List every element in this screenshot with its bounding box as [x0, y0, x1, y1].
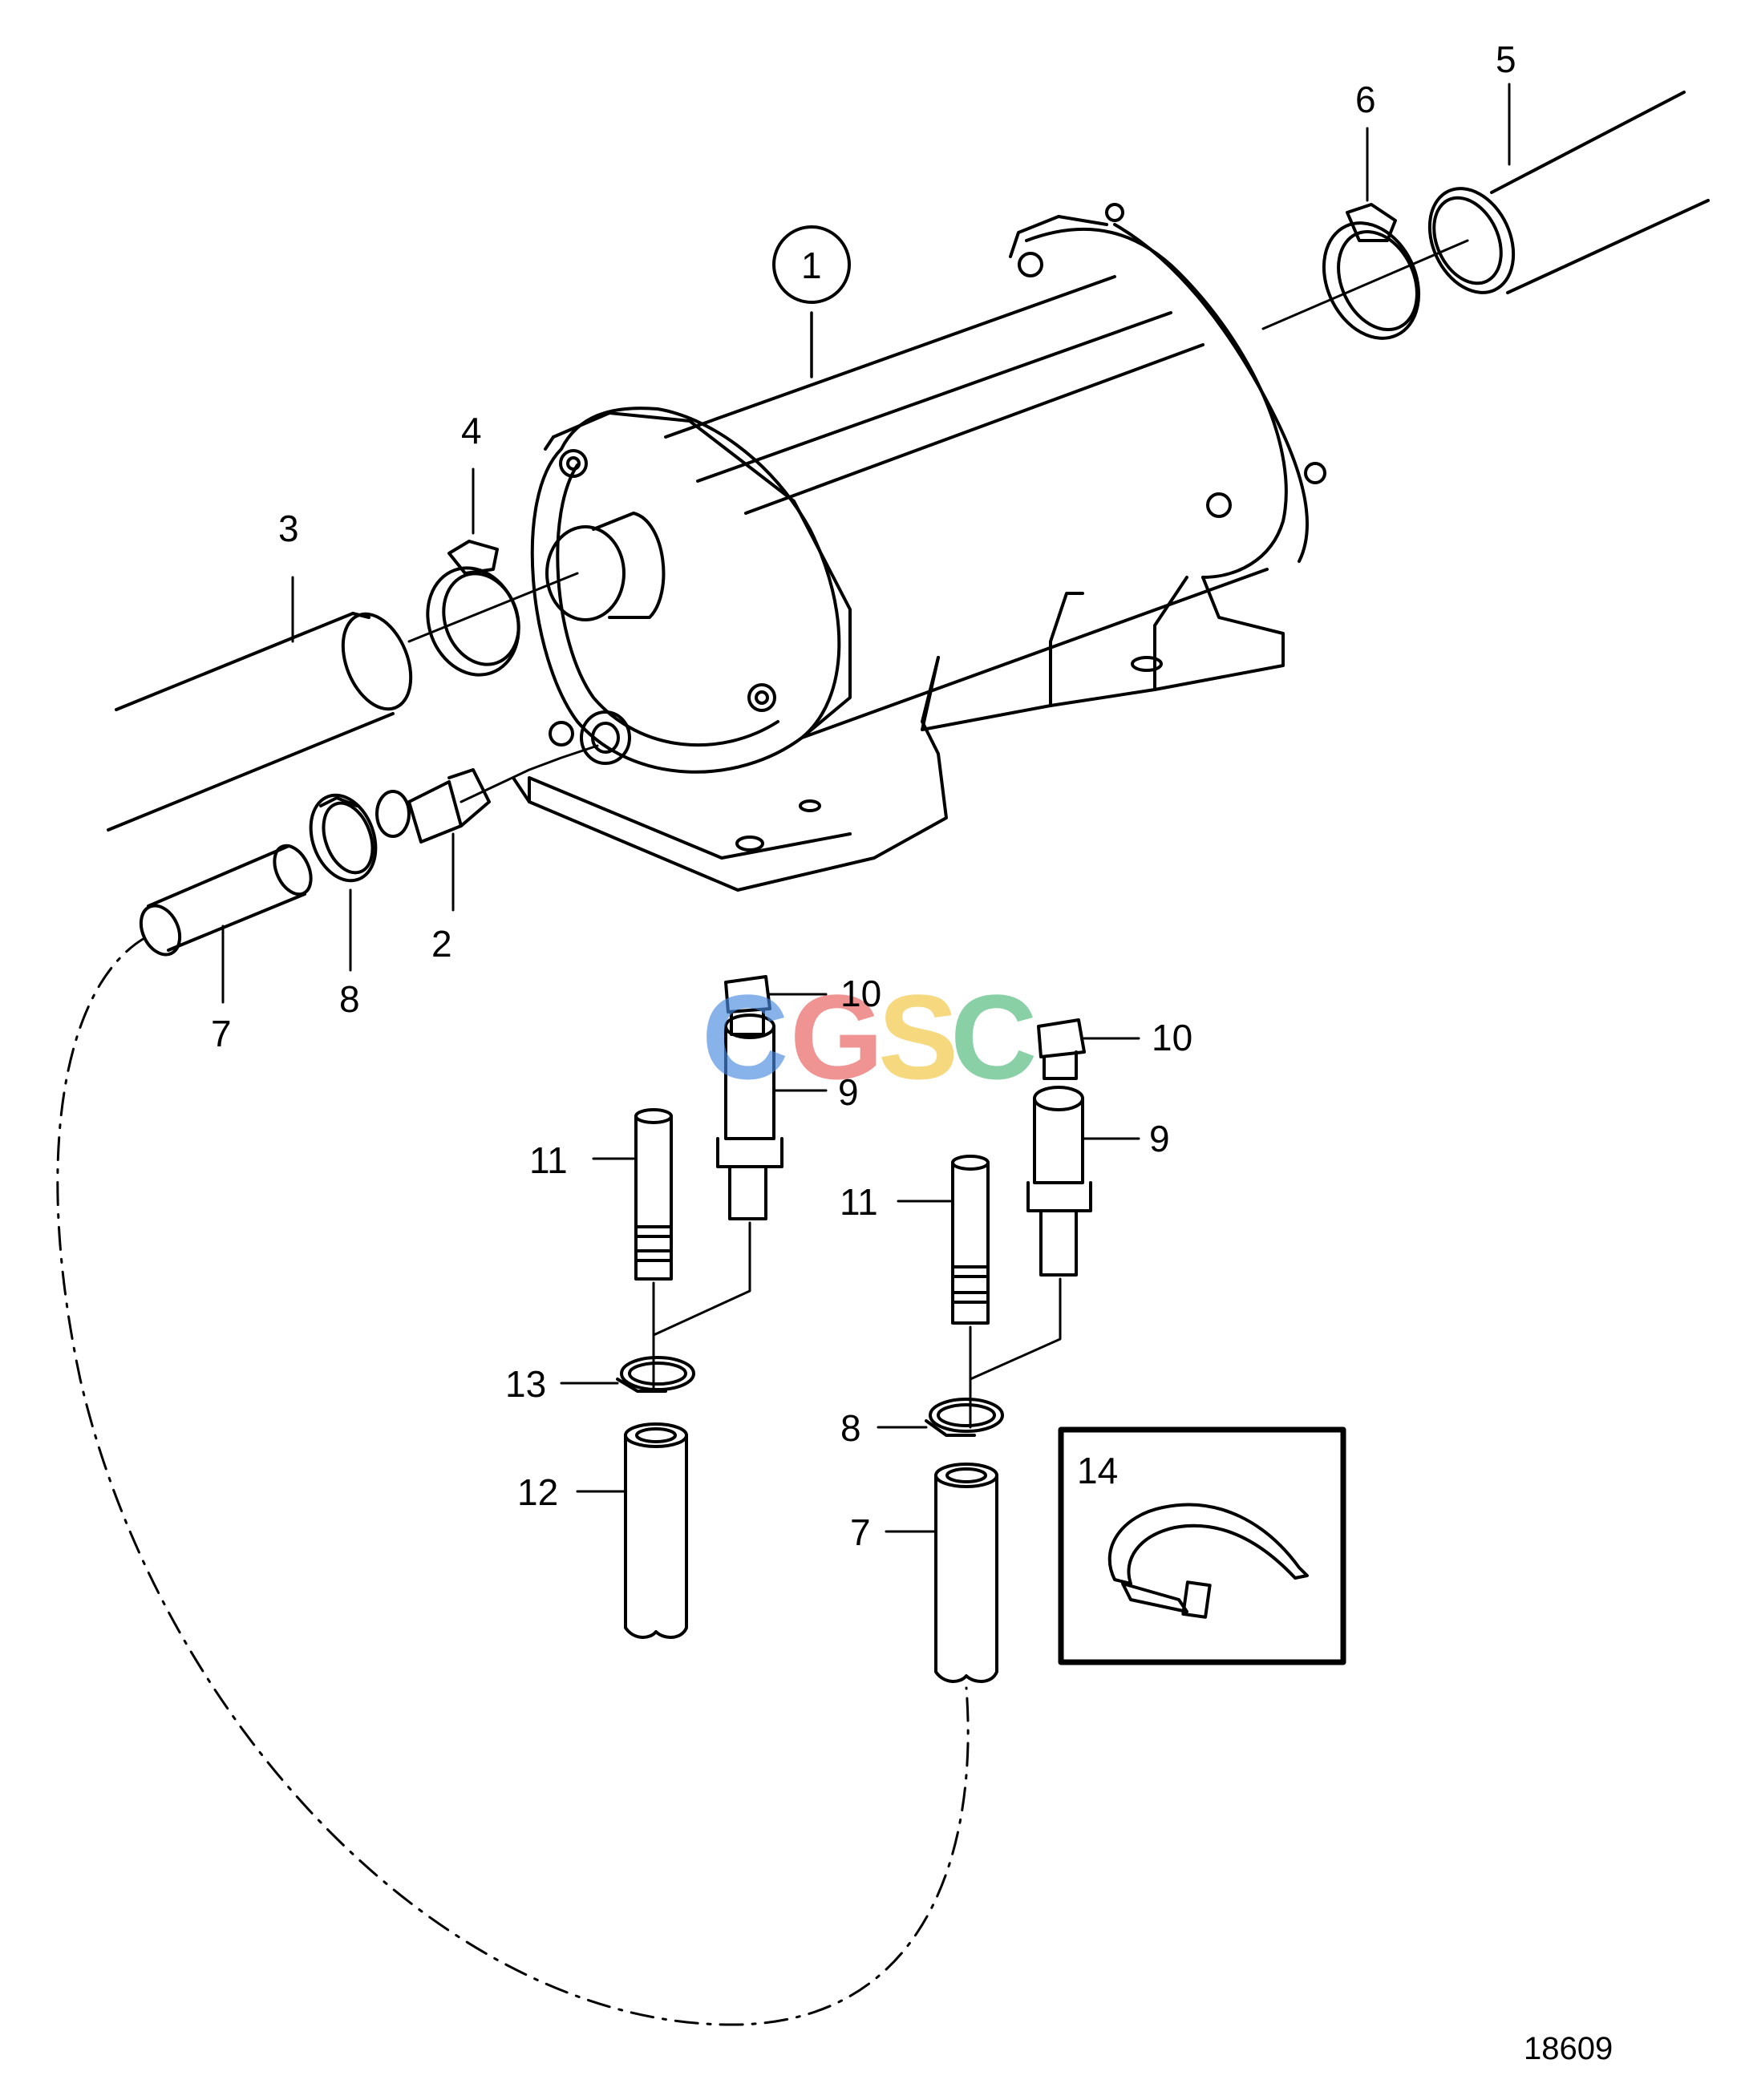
callout-8-bottom: 8 [840, 1407, 861, 1449]
callout-7-bottom: 7 [850, 1511, 871, 1553]
watermark: C G S C [702, 969, 1037, 1104]
callout-7-top: 7 [211, 1013, 232, 1054]
callout-5: 5 [1496, 38, 1516, 80]
callout-3: 3 [278, 508, 299, 549]
hose-7-top [139, 844, 313, 1004]
hose-clamp-8-top [309, 793, 378, 972]
callout-6: 6 [1355, 79, 1376, 120]
callout-13: 13 [505, 1363, 546, 1405]
callout-10-left: 10 [840, 973, 881, 1014]
callout-12: 12 [517, 1471, 558, 1513]
banjo-bolt-10-right [1037, 1018, 1140, 1080]
hose-5 [1261, 83, 1710, 330]
hose-7-bottom [885, 1463, 998, 1683]
hose-connector-11-right [897, 1155, 990, 1429]
watermark-letter-3: S [878, 969, 958, 1104]
connector-2 [375, 744, 599, 912]
hose-clamp-8-bottom [877, 1398, 1004, 1437]
nipple-9-left [652, 1014, 828, 1337]
nipple-9-right [969, 1086, 1140, 1381]
callout-11-left: 11 [529, 1139, 568, 1181]
callout-2: 2 [431, 923, 452, 965]
callout-10-right: 10 [1152, 1017, 1192, 1058]
callout-4: 4 [461, 410, 482, 451]
callout-1: 1 [801, 245, 822, 286]
reference-number: 18609 [1524, 2031, 1613, 2066]
banjo-bolt-10-left [724, 975, 828, 1036]
hose-3 [107, 572, 579, 832]
hose-clamp-6 [1322, 127, 1421, 340]
hose-clamp-13 [560, 1356, 695, 1393]
hose-route-line [56, 937, 970, 2026]
callout-8-top: 8 [339, 978, 360, 1020]
callout-1-circle [772, 225, 851, 304]
heat-exchanger-body [512, 203, 1326, 892]
callout-9-left: 9 [838, 1071, 859, 1113]
watermark-letter-1: C [702, 969, 788, 1104]
callout-9-right: 9 [1149, 1118, 1170, 1159]
watermark-letter-4: C [950, 969, 1037, 1104]
hose-clamp-4 [426, 467, 520, 677]
watermark-letter-2: G [790, 969, 884, 1104]
callout-14: 14 [1077, 1450, 1118, 1491]
cable-tie-14-box [1058, 1426, 1346, 1665]
hose-12 [576, 1422, 688, 1639]
callout-11-right: 11 [840, 1181, 878, 1223]
hose-connector-11-left [592, 1108, 673, 1393]
